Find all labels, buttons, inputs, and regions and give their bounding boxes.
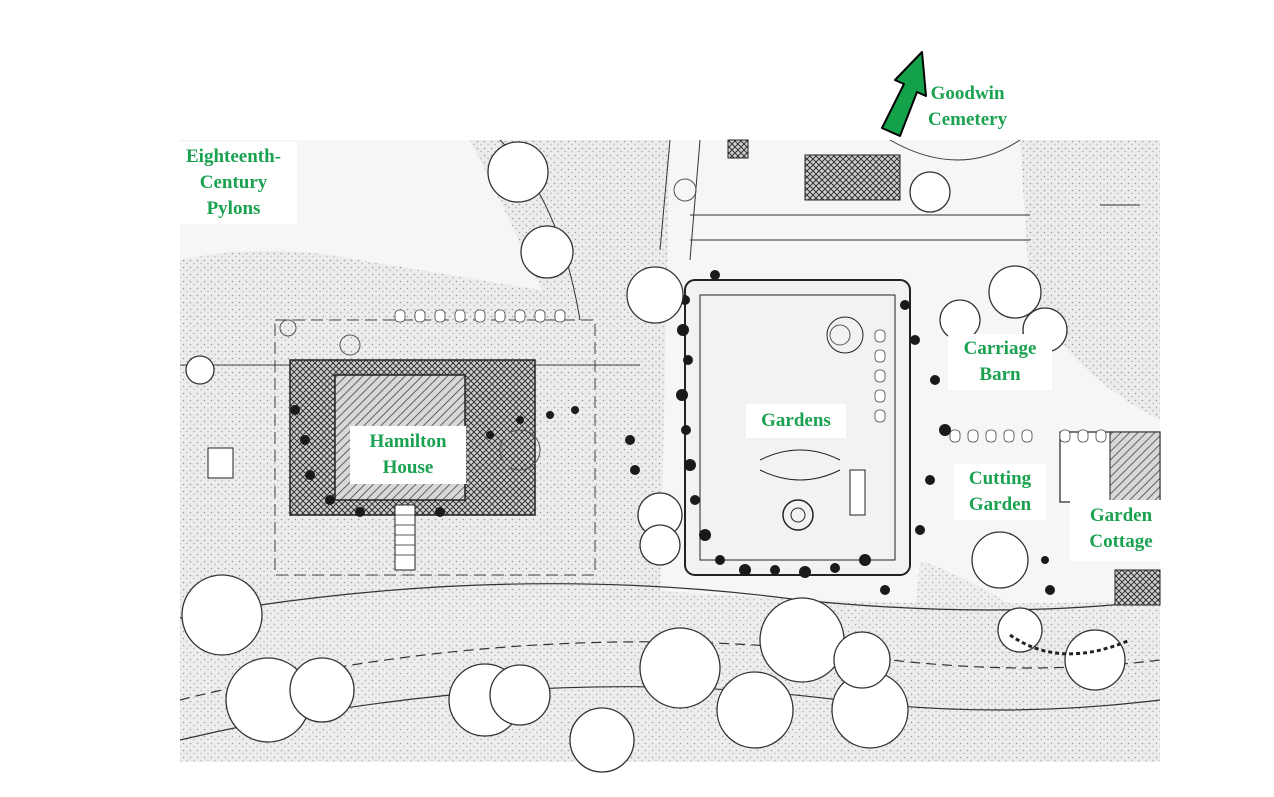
pylons-line2: Century — [199, 172, 268, 193]
carriage-barn-label: Carriage Barn — [948, 334, 1052, 390]
carriage-barn-line1: Carriage — [963, 338, 1037, 359]
gardens-label: Gardens — [746, 404, 846, 438]
garden-cottage-label: Garden Cottage — [1070, 500, 1172, 561]
garden-cottage-line1: Garden — [1089, 505, 1153, 526]
hamilton-house-label: Hamilton House — [350, 426, 466, 484]
carriage-barn-line2: Barn — [979, 364, 1021, 385]
gardens-line1: Gardens — [761, 410, 831, 431]
goodwin-cemetery-label: Goodwin Cemetery — [922, 79, 1013, 135]
north-arrow-icon — [881, 51, 927, 137]
pylons-line1: Eighteenth- — [186, 146, 281, 167]
cutting-garden-label: Cutting Garden — [954, 464, 1046, 520]
goodwin-cemetery-line2: Cemetery — [928, 109, 1008, 130]
hamilton-house-line1: Hamilton — [369, 431, 447, 452]
pylons-label: Eighteenth- Century Pylons — [170, 142, 297, 224]
cutting-garden-line1: Cutting — [968, 468, 1032, 489]
garden-cottage-line2: Cottage — [1089, 531, 1153, 552]
hamilton-house-line2: House — [382, 457, 434, 478]
cutting-garden-line2: Garden — [968, 494, 1032, 515]
goodwin-cemetery-line1: Goodwin — [930, 83, 1005, 104]
site-drawing — [179, 139, 1161, 773]
pylons-line3: Pylons — [206, 198, 261, 219]
